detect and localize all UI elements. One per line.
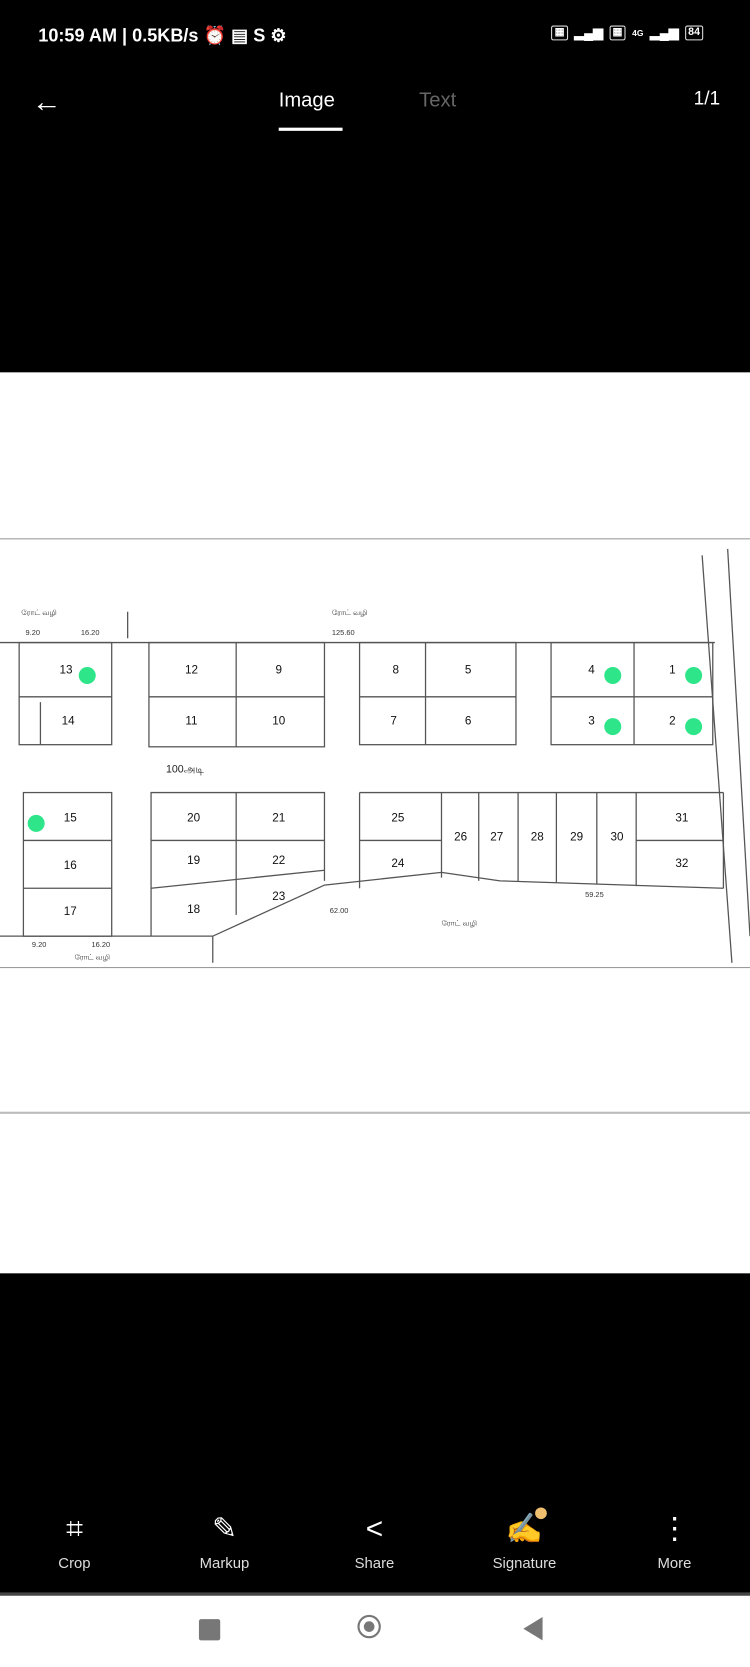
plot-number: 13 [59,663,72,676]
svg-text:ரோட் வழி: ரோட் வழி [21,608,56,617]
back-arrow-icon[interactable]: ← [31,85,62,119]
plot-number: 26 [454,830,467,843]
volte-icon: ▦ [551,25,568,41]
image-viewer[interactable]: ரோட் வழி ரோட் வழி ரோட் வழி ரோட் வழி 100அ… [0,372,750,1274]
battery-level: 84 [688,26,701,39]
plot-number: 23 [272,890,285,903]
back-icon[interactable] [523,1617,543,1641]
dimension-label: 125.60 [332,628,355,637]
plot-marker [604,718,622,736]
plot-number: 14 [62,714,76,727]
markup-label: Markup [199,1554,250,1572]
plot-number: 8 [392,663,399,676]
plot-number: 20 [187,811,201,824]
more-icon: ⋮ [659,1511,690,1545]
plot-number: 10 [272,714,286,727]
dimension-label: 59.25 [585,890,604,899]
plot-number: 16 [64,859,77,872]
tab-text[interactable]: Text [419,89,457,112]
bottom-toolbar: ⌗ Crop ✎ Markup < Share ✍ Signature ⋮ Mo… [0,1273,750,1593]
more-button[interactable]: ⋮ More [621,1510,727,1572]
recent-apps-icon[interactable] [198,1619,221,1641]
pen-icon: ✎ [211,1511,237,1545]
plot-number: 24 [391,857,405,870]
share-label: Share [354,1554,395,1572]
navigation-bar [0,1592,750,1667]
plot-number: 22 [272,854,285,867]
plot-number: 28 [531,830,544,843]
signature-button[interactable]: ✍ Signature [471,1507,577,1572]
status-bar: 10:59 AM | 0.5KB/s ⏰ ▤ S ⚙ ▦ ▂▄▆ ▦ 4G ▂▄… [0,21,750,53]
dimension-label: 16.20 [91,940,110,949]
crop-label: Crop [58,1554,91,1572]
plot-layout-map: ரோட் வழி ரோட் வழி ரோட் வழி ரோட் வழி 100அ… [0,548,750,963]
volte-icon: ▦ [609,25,626,41]
dimension-label: 16.20 [81,628,100,637]
plot-number: 1 [669,663,676,676]
plot-number: 11 [185,714,197,727]
markup-button[interactable]: ✎ Markup [171,1510,277,1572]
vpn-icon: ⚙ [270,25,287,46]
plot-number: 27 [490,830,503,843]
dimension-label: 9.20 [26,628,40,637]
signature-label: Signature [492,1554,557,1572]
plot-marker [604,667,622,685]
road-label: 100அடி [166,763,205,775]
plot-number: 25 [391,811,405,824]
plot-number: 2 [669,714,676,727]
alarm-icon: ⏰ [203,25,227,46]
tab-image[interactable]: Image [278,89,335,112]
notes-icon: ▤ [231,25,249,46]
plot-number: 12 [185,663,198,676]
plot-number: 5 [465,663,472,676]
active-tab-indicator [278,127,343,131]
signal-icon: ▂▄▆ [649,25,679,41]
plot-number: 6 [465,714,472,727]
plot-marker [78,667,96,685]
svg-text:ரோட் வழி: ரோட் வழி [332,608,367,617]
share-icon: < [365,1511,384,1545]
header: ← Image Text 1/1 [0,74,750,138]
plot-number: 32 [675,857,688,870]
divider [0,1111,750,1114]
svg-text:ரோட் வழி: ரோட் வழி [441,919,476,928]
status-time: 10:59 AM | 0.5KB/s [38,25,199,46]
dimension-label: 9.20 [32,940,46,949]
crop-button[interactable]: ⌗ Crop [21,1510,127,1572]
layout-map-image[interactable]: ரோட் வழி ரோட் வழி ரோட் வழி ரோட் வழி 100அ… [0,538,750,969]
plot-number: 18 [187,903,200,916]
plot-number: 4 [588,663,595,676]
dimension-label: 62.00 [330,906,349,915]
plot-lines [0,548,750,963]
signal-icon: ▂▄▆ [574,25,603,41]
plot-marker [27,814,45,832]
plot-number: 17 [64,905,77,918]
plot-number: 15 [64,811,78,824]
plot-number: 30 [611,830,625,843]
plot-number: 19 [187,854,200,867]
plot-marker [685,667,703,685]
s-icon: S [253,25,266,46]
more-label: More [657,1554,692,1572]
plot-number: 9 [275,663,282,676]
share-button[interactable]: < Share [321,1510,427,1572]
page-count: 1/1 [693,87,721,109]
new-badge [535,1507,547,1520]
network-label: 4G [632,28,644,38]
home-icon[interactable] [357,1614,381,1639]
battery-icon: 84 [684,25,704,41]
svg-text:ரோட் வழி: ரோட் வழி [74,953,109,962]
plot-marker [685,718,703,736]
plot-number: 31 [675,811,688,824]
plot-number: 7 [390,714,397,727]
plot-number: 21 [272,811,285,824]
plot-number: 29 [570,830,583,843]
plot-number: 3 [588,714,595,727]
signature-icon: ✍ [471,1507,577,1548]
crop-icon: ⌗ [66,1511,83,1545]
